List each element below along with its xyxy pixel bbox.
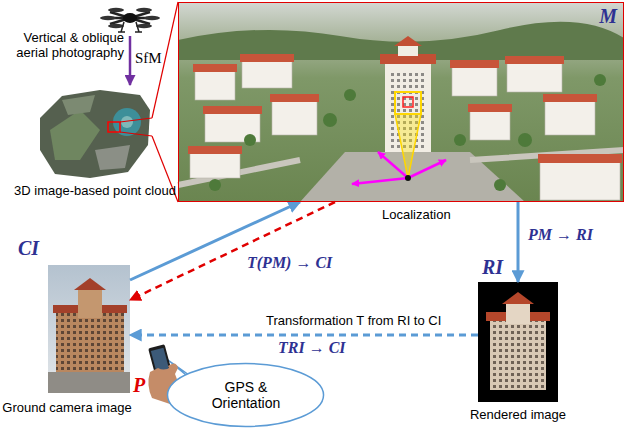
aerial-photo-illustration [323,113,337,127]
drone-illustration [123,13,137,23]
aerial-photo-illustration [403,97,413,107]
aerial-photo-illustration [178,2,624,202]
transform-note: Transformation T from RI to CI [266,313,441,328]
point-cloud-illustration [108,122,120,132]
caption-text: Rendered image [453,407,583,422]
ground-photo-illustration [74,278,106,290]
aerial-photo-illustration [470,110,510,140]
image-label: M [599,5,617,28]
rendered-photo-illustration [490,320,546,390]
step-label: Localization [382,207,451,222]
point-cloud-illustration [62,95,95,115]
rendered-photo-illustration [502,292,534,304]
aerial-photo-illustration [454,134,466,146]
ground-camera-image: CIGround camera image [48,265,130,393]
drone-illustration [100,16,116,20]
aerial-photo-illustration [395,92,421,114]
ground-photo-illustration [78,288,102,318]
drone-illustration [108,8,124,12]
transform-arrow [130,334,478,337]
point-cloud-illustration [50,110,100,160]
ground-photo-illustration [48,372,130,393]
caption-text: 3D image-based point cloud [5,183,185,198]
process-arrow [129,36,132,85]
bubble-text: GPS & Orientation [196,379,296,411]
aerial-photo-illustration [244,134,256,146]
aerial-photo-illustration [494,179,506,191]
ground-photo-illustration [48,265,130,393]
image-label: CI [18,237,39,260]
rendered-photo-illustration [478,282,558,402]
aerial-image: M [178,2,624,202]
pose-symbol: P [133,374,145,397]
aerial-photo-illustration [594,74,606,86]
aerial-photo-illustration [203,106,262,114]
aerial-photo-illustration [545,100,595,135]
aerial-photo-illustration [540,160,620,200]
aerial-photo-illustration [505,56,564,64]
ground-photo-illustration [56,312,124,374]
aerial-photo-illustration [518,133,532,147]
aerial-photo-illustration [178,2,624,202]
edge-label: TRI → CI [276,339,348,357]
aerial-photo-illustration [190,152,240,178]
localization-marker [352,92,446,184]
drone-icon: Vertical & oblique aerial photography [108,2,152,36]
aerial-photo-illustration [408,160,446,178]
aerial-photo-illustration [344,89,356,101]
aerial-building [188,54,622,200]
edge-label: PM → RI [526,226,595,244]
hand-phone-illustration [168,363,178,376]
aerial-photo-illustration [543,94,597,102]
point-cloud-illustration [38,85,152,180]
aerial-photo-illustration [352,178,408,184]
aerial-trees [209,74,606,191]
aerial-photo-illustration [188,146,242,154]
drone-illustration [100,8,160,32]
aerial-photo-illustration [193,64,237,72]
caption-text: Ground camera image [2,400,132,415]
rendered-image: RIRendered image [478,282,558,402]
bubble-outline [168,364,324,427]
aerial-photo-illustration [468,104,512,112]
aerial-photo-illustration [394,36,422,46]
aerial-photo-illustration [240,54,294,62]
aerial-photo-illustration [507,62,562,92]
aerial-photo-illustration [450,60,499,68]
aerial-photo-illustration [395,114,421,178]
ground-photo-illustration [48,265,130,393]
drone-illustration [144,16,160,20]
point-cloud-illustration [95,145,130,170]
edge-label: SfM [135,50,162,67]
aerial-photo-illustration [452,66,497,96]
point-cloud-illustration [120,118,152,136]
aerial-photo-illustration [195,70,235,100]
edge-label: T(PM) → CI [245,254,334,272]
aerial-photo-illustration [538,154,622,163]
render-arrow [517,202,520,282]
aerial-photo-illustration [209,179,221,191]
aerial-photo-illustration [270,94,319,102]
point-cloud-image: 3D image-based point cloud [38,85,152,180]
point-cloud-illustration [38,85,152,180]
aerial-photo-illustration [405,175,411,181]
rendered-photo-illustration [478,282,558,402]
image-label: RI [482,256,503,279]
projection-arrow [130,202,335,300]
caption-text: Vertical & oblique aerial photography [4,30,124,60]
speech-bubble: GPS & Orientation [166,362,325,428]
aerial-photo-illustration [272,100,317,135]
aerial-photo-illustration [242,60,292,88]
rendered-photo-illustration [506,302,530,324]
aerial-photo-illustration [378,152,408,178]
drone-illustration [136,8,152,12]
